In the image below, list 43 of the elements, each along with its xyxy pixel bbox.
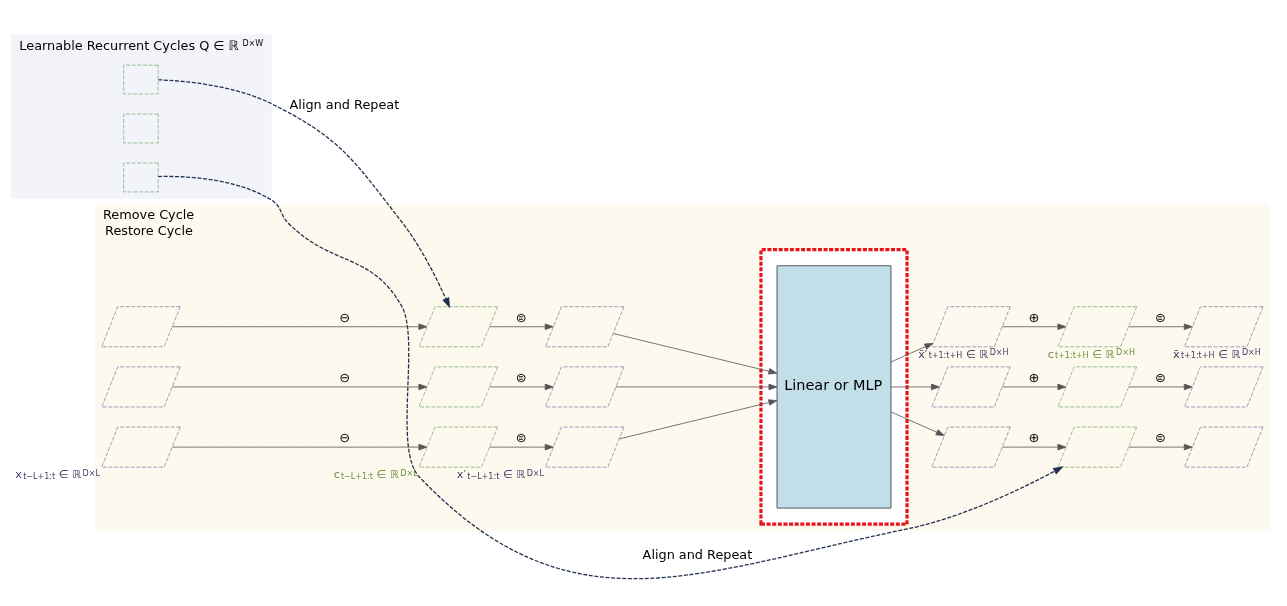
arrow <box>890 342 934 362</box>
edge-label: ⊜ <box>515 429 527 445</box>
node-box <box>123 113 159 143</box>
arrow <box>890 411 945 436</box>
node-picture <box>101 305 181 347</box>
edge-label: Align and Repeat <box>289 96 400 112</box>
edge-label: ⊜ <box>515 369 527 385</box>
arrow <box>613 332 778 374</box>
arrow <box>1128 443 1193 450</box>
edge-label: ⊕ <box>1028 369 1040 385</box>
node-picture <box>931 305 1011 347</box>
node-box <box>123 64 159 94</box>
edge-label: ⊕ <box>1028 309 1040 325</box>
edge-label: ⊕ <box>1028 429 1040 445</box>
arrow <box>489 323 554 330</box>
edge-label: Align and Repeat <box>642 546 753 561</box>
arrow <box>1001 443 1067 450</box>
node-picture <box>101 426 181 468</box>
edge-label: ⊜ <box>1154 429 1166 445</box>
arrow <box>1128 323 1193 330</box>
arrow <box>171 383 428 390</box>
arrow <box>157 78 451 308</box>
edge-label: ⊖ <box>339 429 351 445</box>
edge-label: ⊜ <box>1154 309 1166 325</box>
arrow <box>171 323 428 330</box>
node-box <box>123 162 159 192</box>
arrow <box>1001 323 1067 330</box>
edge-label: ⊖ <box>339 369 351 385</box>
edge-label: ⊜ <box>1154 369 1166 385</box>
edge-label: ⊖ <box>339 309 351 325</box>
node-box: Linear or MLP <box>776 264 892 508</box>
arrow <box>171 443 428 450</box>
arrow <box>489 443 554 450</box>
arrow <box>489 383 554 390</box>
edge-label: ⊜ <box>515 309 527 325</box>
arrow <box>615 383 778 390</box>
arrow <box>1001 383 1067 390</box>
arrow <box>157 175 1064 579</box>
arrow <box>890 383 940 390</box>
arrow <box>619 398 778 439</box>
node-picture <box>101 365 181 407</box>
cluster <box>759 247 909 526</box>
arrow <box>1128 383 1193 390</box>
